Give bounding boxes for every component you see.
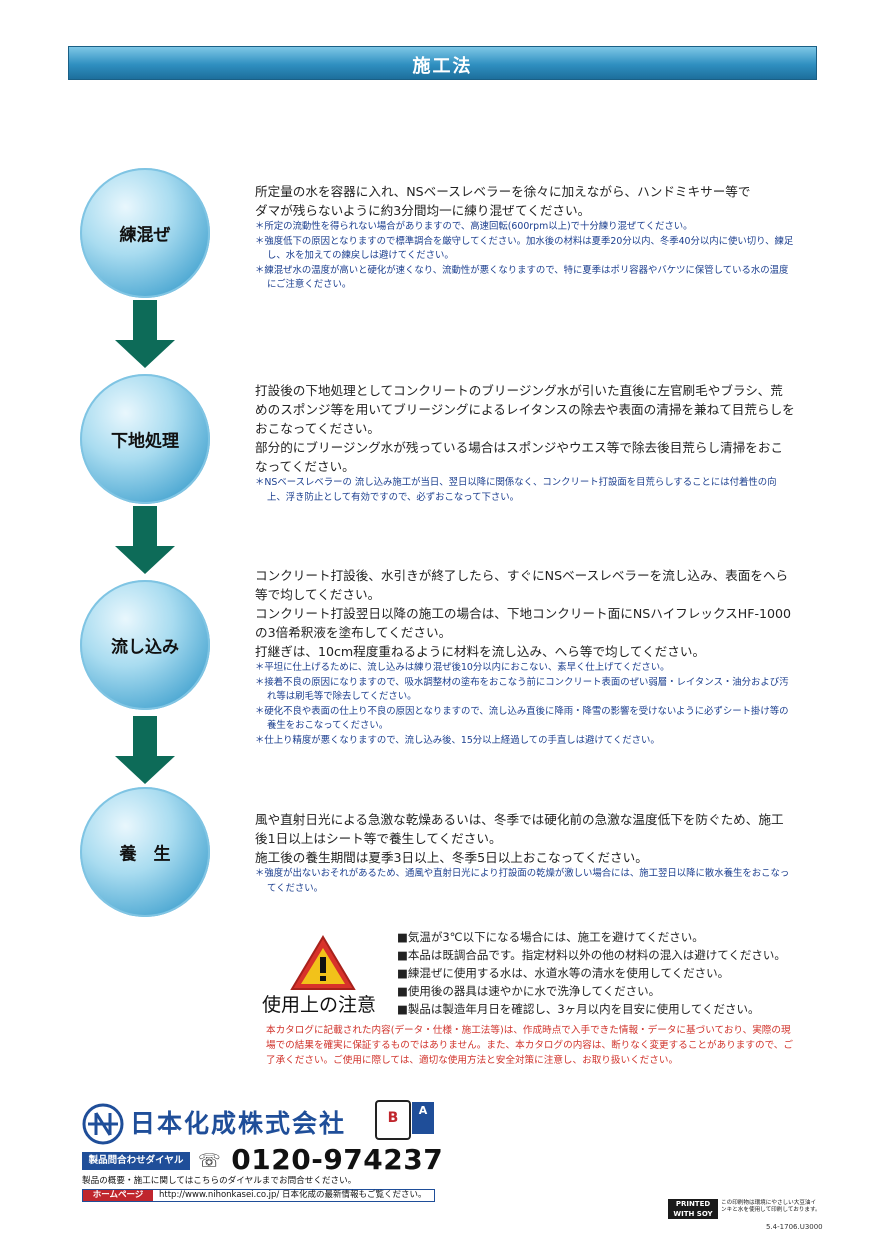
step-circle-prep: 下地処理 — [80, 374, 210, 504]
iso-certification-icon: B — [375, 1100, 411, 1140]
homepage-bar: ホームページ http://www.nihonkasei.co.jp/ 日本化成… — [82, 1189, 435, 1202]
phone-label: 製品問合わせダイヤル — [82, 1152, 190, 1170]
caution-item: ■製品は製造年月日を確認し、3ヶ月以内を目安に使用してください。 — [397, 1002, 760, 1016]
soy-ink-logo: PRINTED WITH SOY INK — [668, 1199, 718, 1228]
step-note: ＊NSベースレベラーの 流し込み施工が当日、翌日以降に関係なく、コンクリート打設… — [255, 477, 777, 503]
step-prep: 打設後の下地処理としてコンクリートのブリージング水が引いた直後に左官刷毛やブラシ… — [255, 381, 795, 505]
down-arrow-icon — [115, 300, 175, 368]
homepage-link[interactable]: http://www.nihonkasei.co.jp/ 日本化成の最新情報もご… — [159, 1190, 427, 1200]
step-text: コンクリート打設翌日以降の施工の場合は、下地コンクリート面にNSハイフレックスH… — [255, 606, 792, 640]
step-curing: 風や直射日光による急激な乾燥あるいは、冬季では硬化前の急激な温度低下を防ぐため、… — [255, 810, 795, 896]
step-note: ＊平坦に仕上げるために、流し込みは練り混ぜ後10分以内におこない、素早く仕上げて… — [255, 662, 670, 673]
caution-list: ■気温が3℃以下になる場合には、施工を避けてください。 ■本品は既調合品です。指… — [397, 928, 797, 1018]
step-text: 風や直射日光による急激な乾燥あるいは、冬季では硬化前の急激な温度低下を防ぐため、… — [255, 812, 784, 846]
homepage-label: ホームページ — [83, 1190, 153, 1201]
company-name: 日本化成株式会社 — [130, 1109, 347, 1138]
step-text: 所定量の水を容器に入れ、NSベースレベラーを徐々に加えながら、ハンドミキサー等で — [255, 184, 751, 199]
step-circle-mixing: 練混ぜ — [80, 168, 210, 298]
soy-ink-note: この印刷物は環境にやさしい大豆油インキと水を使用して印刷しております。 — [721, 1200, 821, 1213]
step-text: 打継ぎは、10cm程度重ねるように材料を流し込み、へら等で均してください。 — [255, 644, 706, 659]
step-label: 養 生 — [119, 844, 171, 865]
step-note: ＊硬化不良や表面の仕上り不良の原因となりますので、流し込み直後に降雨・降雪の影響… — [255, 705, 789, 732]
company-logo-icon — [82, 1103, 124, 1145]
step-note: ＊強度が出ないおそれがあるため、通風や直射日光により打設面の乾燥が激しい場合には… — [255, 868, 790, 894]
step-circle-pour: 流し込み — [80, 580, 210, 710]
step-pour: コンクリート打設後、水引きが終了したら、すぐにNSベースレベラーを流し込み、表面… — [255, 566, 795, 748]
caution-item: ■気温が3℃以下になる場合には、施工を避けてください。 — [397, 930, 704, 944]
disclaimer: 本カタログに記載された内容(データ・仕様・施工法等)は、作成時点で入手できた情報… — [266, 1025, 793, 1066]
step-note: ＊所定の流動性を得られない場合がありますので、高速回転(600rpm以上)で十分… — [255, 221, 693, 232]
step-note: ＊強度低下の原因となりますので標準調合を厳守してください。加水後の材料は夏季20… — [255, 235, 794, 262]
step-note: ＊接着不良の原因になりますので、吸水調整材の塗布をおこなう前にコンクリート表面の… — [255, 676, 789, 703]
free-dial-icon: ☏ — [198, 1150, 222, 1172]
catalog-code: 5.4-1706.U3000 — [766, 1223, 823, 1231]
step-circle-curing: 養 生 — [80, 787, 210, 917]
warning-icon — [290, 935, 356, 990]
step-label: 練混ぜ — [119, 225, 171, 246]
step-mixing: 所定量の水を容器に入れ、NSベースレベラーを徐々に加えながら、ハンドミキサー等で… — [255, 182, 795, 293]
step-note: ＊仕上り精度が悪くなりますので、流し込み後、15分以上経過しての手直しは避けてく… — [255, 734, 660, 746]
step-text: 部分的にブリージング水が残っている場合はスポンジやウエス等で除去後目荒らし清掃を… — [255, 440, 784, 474]
section-header: 施工法 — [68, 46, 817, 80]
caution-item: ■本品は既調合品です。指定材料以外の他の材料の混入は避けてください。 — [397, 948, 786, 962]
phone-note: 製品の概要・施工に関してはこちらのダイヤルまでお問合せください。 — [82, 1176, 357, 1186]
caution-label: 使用上の注意 — [262, 994, 377, 1016]
caution-item: ■使用後の器具は速やかに水で洗浄してください。 — [397, 984, 661, 998]
step-text: 施工後の養生期間は夏季3日以上、冬季5日以上おこなってください。 — [255, 850, 648, 865]
step-text: 打設後の下地処理としてコンクリートのブリージング水が引いた直後に左官刷毛やブラシ… — [255, 383, 795, 436]
phone-digits: 0120-974237 — [231, 1143, 444, 1176]
step-text: コンクリート打設後、水引きが終了したら、すぐにNSベースレベラーを流し込み、表面… — [255, 568, 789, 602]
page-title: 施工法 — [412, 56, 473, 77]
step-text: ダマが残らないように約3分間均一に練り混ぜてください。 — [255, 203, 591, 218]
step-note: ＊練混ぜ水の温度が高いと硬化が速くなり、流動性が悪くなりますので、特に夏季はポリ… — [255, 264, 789, 291]
caution-item: ■練混ぜに使用する水は、水道水等の清水を使用してください。 — [397, 966, 730, 980]
down-arrow-icon — [115, 506, 175, 574]
step-label: 流し込み — [111, 637, 179, 658]
down-arrow-icon — [115, 716, 175, 784]
jab-certification-icon: A — [412, 1102, 434, 1134]
phone-number[interactable]: ☏ 0120-974237 — [198, 1143, 443, 1176]
step-label: 下地処理 — [111, 431, 179, 452]
